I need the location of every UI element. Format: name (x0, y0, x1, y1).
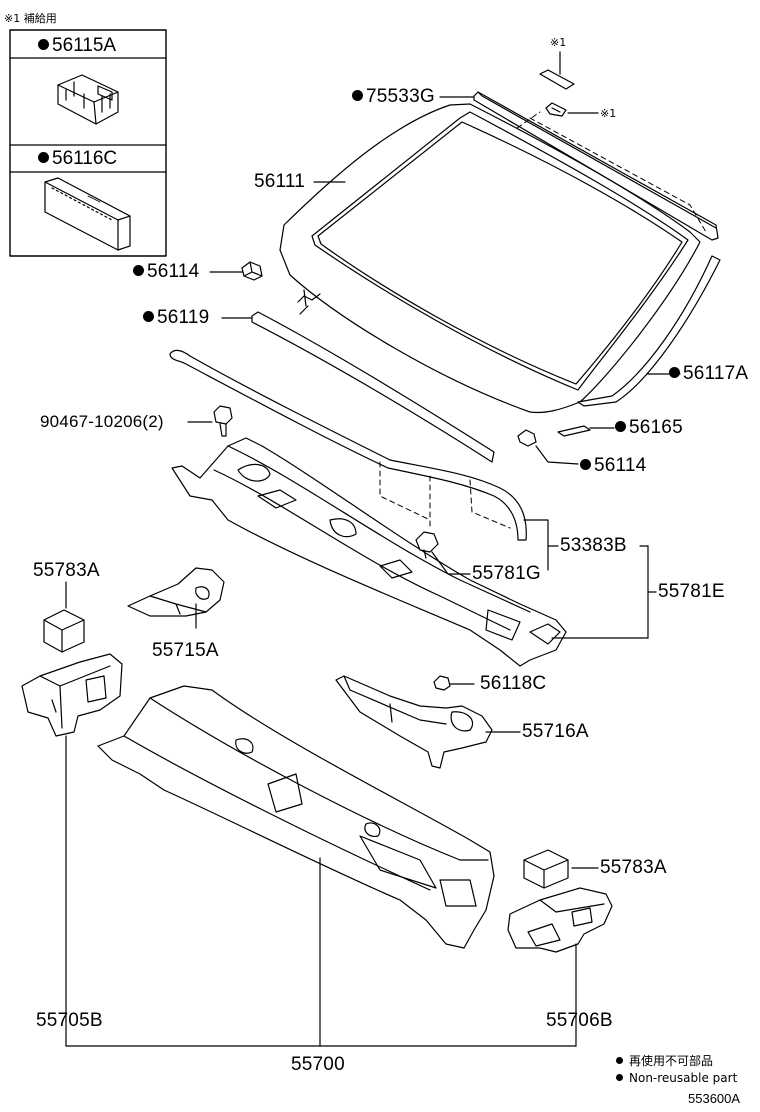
supply-note: ※1 補給用 (4, 12, 57, 25)
label-56114-top: 56114 (133, 261, 199, 283)
windshield-56111-drawing (279, 103, 701, 414)
clip-56118C-drawing (433, 675, 475, 691)
label-55705B: 55705B (36, 1010, 103, 1031)
label-55781G: 55781G (472, 563, 541, 584)
label-90467: 90467-10206(2) (40, 412, 164, 431)
non-reusable-dot-icon (143, 311, 154, 322)
weatherstrip-56119-drawing (221, 311, 495, 463)
label-55781E: 55781E (658, 581, 725, 602)
label-56118C: 56118C (480, 673, 547, 694)
mark-1-top: ※1 (550, 36, 567, 49)
legend-en: Non-reusable part (616, 1071, 737, 1086)
clip-56114-top-drawing (209, 261, 263, 281)
supply-inset-box (9, 29, 167, 257)
label-55700: 55700 (291, 1054, 345, 1075)
label-53383B: 53383B (560, 535, 627, 556)
non-reusable-dot-icon (352, 90, 363, 101)
non-reusable-dot-icon (615, 421, 626, 432)
label-56119: 56119 (143, 307, 209, 329)
non-reusable-dot-icon (133, 265, 144, 276)
clip-90467-drawing (187, 405, 233, 437)
pad-56116C-drawing (44, 177, 131, 251)
label-55715A: 55715A (152, 640, 219, 661)
label-55706B: 55706B (546, 1010, 613, 1031)
small-parts-right (517, 425, 615, 465)
moulding-75533G-drawing (439, 91, 719, 241)
mark-1-right: ※1 (600, 107, 617, 120)
inset-part-56116C: 56116C (38, 148, 117, 170)
label-55716A: 55716A (522, 721, 589, 742)
non-reusable-dot-icon (616, 1057, 623, 1064)
label-56111: 56111 (254, 171, 306, 192)
label-75533G: 75533G (352, 86, 435, 108)
bracket-55715A-drawing (127, 567, 225, 629)
label-56165: 56165 (615, 417, 683, 439)
seal-53383B-drawing (169, 349, 559, 571)
non-reusable-dot-icon (38, 152, 49, 163)
dash-panel-55700-drawing (97, 685, 495, 1047)
clip-55781G-drawing (415, 531, 471, 575)
non-reusable-dot-icon (580, 459, 591, 470)
non-reusable-dot-icon (38, 39, 49, 50)
bracket-55716A-drawing (335, 675, 521, 769)
inset-part-56115A: 56115A (38, 35, 116, 57)
label-56114-low: 56114 (580, 455, 646, 477)
bracket-55706B-drawing (507, 887, 613, 1047)
non-reusable-dot-icon (616, 1074, 623, 1081)
diagram-code: 553600A (688, 1091, 741, 1106)
block-55783A-left (43, 581, 85, 653)
label-55783A-left: 55783A (33, 560, 100, 581)
bracket-55705B-drawing (21, 653, 123, 1047)
label-56117A: 56117A (669, 363, 748, 385)
cowl-top-55781E-drawing (171, 437, 657, 667)
legend-jp: 再使用不可部品 (616, 1054, 713, 1069)
non-reusable-dot-icon (669, 367, 680, 378)
block-55783A-right (523, 849, 599, 889)
top-small-parts (539, 51, 599, 117)
clip-56115A-drawing (57, 74, 119, 125)
label-55783A-right: 55783A (600, 857, 667, 878)
